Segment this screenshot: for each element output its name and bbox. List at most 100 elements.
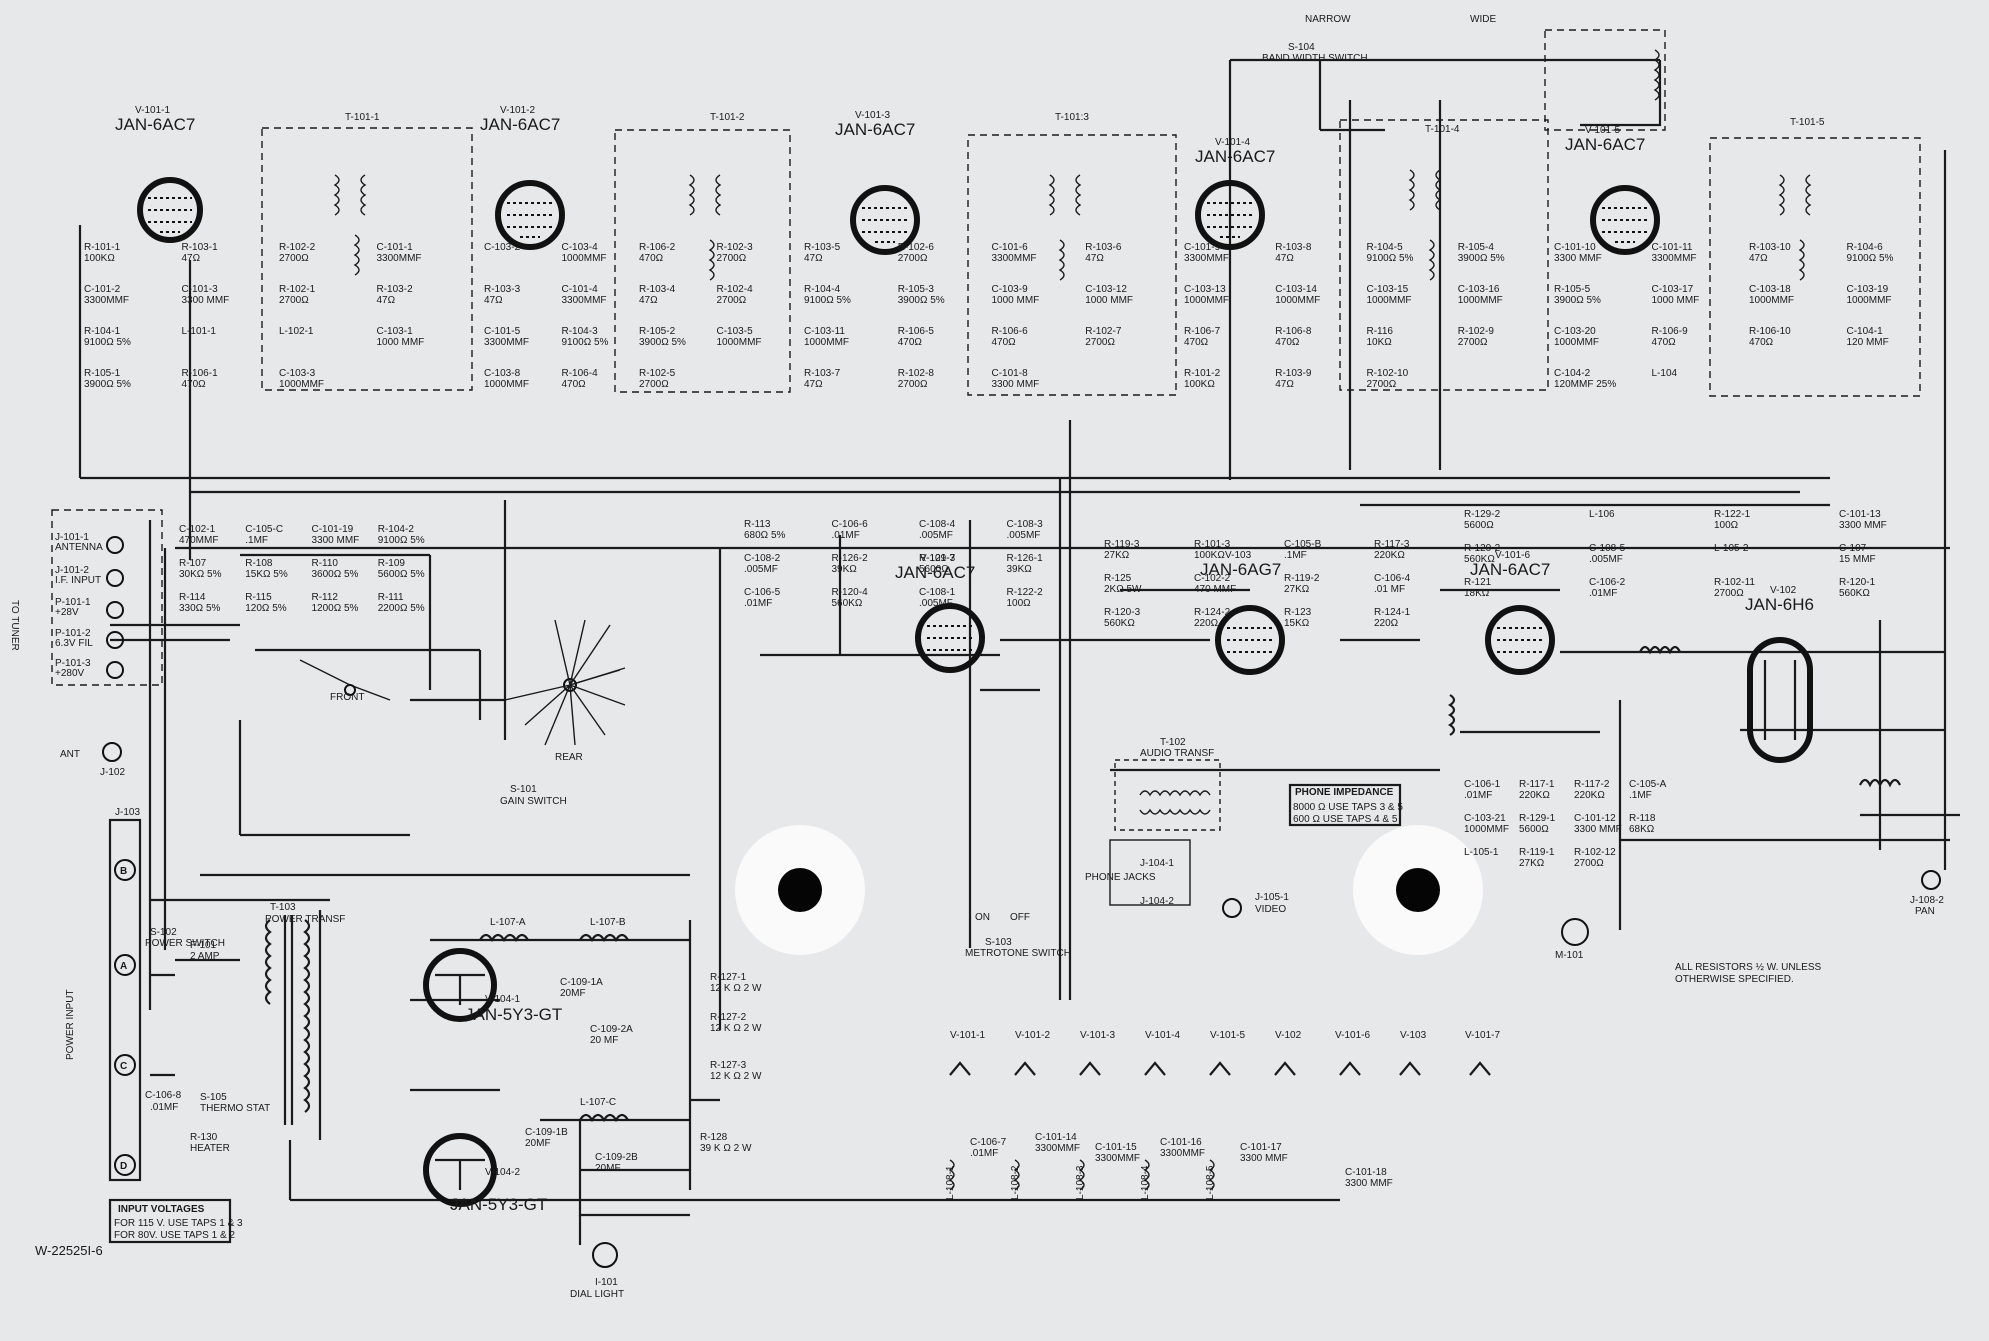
audio-component-ref: L-105-2 [1714, 543, 1749, 554]
audio-component-ref: R-119-3 [1104, 539, 1140, 550]
gain-switch-front: FRONT [330, 692, 364, 703]
audio-component-value: 2700Ω [1714, 588, 1744, 599]
j101-pin-ref: P-101-2 [55, 628, 91, 639]
if-component-ref: C-101-5 [484, 326, 521, 337]
audio-component-value: 120Ω 5% [245, 603, 287, 614]
audio-component-value: 220Ω [1194, 618, 1219, 629]
power-component-ref: R-127-3 [710, 1060, 747, 1071]
heater-tube-ref: V-101-7 [1465, 1030, 1500, 1041]
audio-component-value: 470 MMF [1194, 584, 1236, 595]
gain-switch-rear: REAR [555, 752, 583, 763]
audio-component-ref: R-111 [378, 592, 404, 603]
power-input-pin: B [120, 866, 127, 877]
to-tuner-label: TO TUNER [9, 600, 20, 651]
audio-component-ref: R-126-2 [832, 553, 869, 564]
audio-component-ref: R-124-2 [1194, 607, 1231, 618]
power-component-ref: L-107-B [590, 917, 626, 928]
if-component-ref: R-102-5 [639, 368, 676, 379]
if-transformer-cans [261, 29, 1921, 397]
tube-v101-1 [137, 177, 203, 243]
if-component-ref: R-101-2 [1184, 368, 1221, 379]
audio-component-value: .005MF [919, 598, 953, 609]
if-component-ref: C-104-1 [1847, 326, 1884, 337]
bus-wiring [78, 58, 1960, 1245]
fuse-ref: F-101 [190, 940, 217, 951]
if-component-value: 1000 MMF [1652, 295, 1700, 306]
audio-component-ref: R-114 [179, 592, 206, 603]
if-tube-ref: V-101-5 [1585, 125, 1620, 136]
audio-component-ref: C-102-2 [1194, 573, 1231, 584]
audio-component-ref: R-102-11 [1714, 577, 1755, 588]
if-component-value: 1000MMF [279, 379, 324, 390]
if-component-value: 470Ω [1184, 337, 1209, 348]
if-component-value: 3300MMF [377, 253, 422, 264]
audio-component-ref: R-101-3 [1194, 539, 1231, 550]
audio-tube-ref: V-103 [1225, 550, 1252, 561]
audio-component-value: .01 MF [1374, 584, 1405, 595]
audio-component-ref: R-122-1 [1714, 509, 1751, 520]
if-component-value: 47Ω [804, 253, 823, 264]
audio-component-value: 2200Ω 5% [378, 603, 425, 614]
if-component-ref: C-103-9 [992, 284, 1029, 295]
phone-impedance-line1: 8000 Ω USE TAPS 3 & 5 [1293, 802, 1403, 813]
dial-light-name: DIAL LIGHT [570, 1289, 624, 1300]
if-component-ref: C-101-10 [1554, 242, 1596, 253]
audio-component-ref: R-119-2 [1284, 573, 1320, 584]
audio-component-value: .005MF [744, 564, 778, 575]
if-tube-ref: V-101-2 [500, 105, 535, 116]
audio-component-value: .005MF [1007, 530, 1041, 541]
if-component-value: 1000MMF [1458, 295, 1503, 306]
if-component-value: 9100Ω 5% [562, 337, 609, 348]
audio-component-value: 39KΩ [832, 564, 858, 575]
audio-component-ref: C-108-4 [919, 519, 956, 530]
if-component-ref: R-103-9 [1275, 368, 1312, 379]
audio-component-value: 100Ω [1714, 520, 1739, 531]
audio-component-value: .1MF [1629, 790, 1652, 801]
audio-component-value: 68KΩ [1629, 824, 1655, 835]
if-component-ref: C-104-2 [1554, 368, 1591, 379]
if-component-ref: C-103-3 [279, 368, 316, 379]
audio-component-ref: C-102-1 [179, 524, 216, 535]
if-component-value: 470Ω [992, 337, 1017, 348]
if-tube-ref: V-101-3 [855, 110, 890, 121]
if-component-ref: R-103-8 [1275, 242, 1312, 253]
connector-outlines [51, 509, 1941, 1268]
audio-component-value: 2700Ω [1574, 858, 1604, 869]
audio-component-value: 1200Ω 5% [312, 603, 359, 614]
if-component-ref: R-102-9 [1458, 326, 1495, 337]
audio-component-ref: R-113 [744, 519, 771, 530]
if-component-value: 2700Ω [279, 253, 309, 264]
heater-cap-ref: C-101-16 [1160, 1137, 1202, 1148]
if-component-ref: R-106-9 [1652, 326, 1689, 337]
audio-component-ref: R-129-1 [1519, 813, 1556, 824]
power-component-ref: L-107-C [580, 1097, 616, 1108]
power-component-value: 20MF [525, 1138, 551, 1149]
if-component-value: 1000MMF [484, 379, 529, 390]
j101-pin-name: +28V [55, 607, 79, 618]
gain-switch-name: GAIN SWITCH [500, 796, 567, 807]
if-component-ref: C-101-11 [1652, 242, 1693, 253]
if-transformer-ref: T-101-5 [1790, 117, 1825, 128]
j101-pin-ref: J-101-1 [55, 532, 89, 543]
tube-v101-7 [915, 603, 985, 673]
phone-jack-ref: J-104-1 [1140, 858, 1174, 869]
audio-component-ref: C-101-12 [1574, 813, 1616, 824]
fuse-rating: 2 AMP [190, 951, 220, 962]
if-component-value: 47Ω [484, 295, 503, 306]
if-tube-ref: V-101-4 [1215, 137, 1250, 148]
audio-component-value: 30KΩ 5% [179, 569, 222, 580]
heater-cap-ref: C-101-15 [1095, 1142, 1137, 1153]
audio-transformer-name: AUDIO TRANSF [1140, 748, 1214, 759]
if-component-value: 3900Ω 5% [1554, 295, 1601, 306]
j101-pin-ref: P-101-1 [55, 597, 91, 608]
heater-ref: R-130 [190, 1132, 218, 1143]
if-component-ref: R-116 [1367, 326, 1394, 337]
if-tube-type: JAN-6AC7 [1565, 135, 1645, 154]
if-component-value: 3900Ω 5% [84, 379, 131, 390]
if-component-value: 2700Ω [639, 379, 669, 390]
audio-component-ref: R-119-1 [1519, 847, 1555, 858]
if-component-ref: R-102-4 [717, 284, 754, 295]
power-input-title: POWER INPUT [65, 989, 76, 1060]
if-component-ref: C-103-17 [1652, 284, 1694, 295]
